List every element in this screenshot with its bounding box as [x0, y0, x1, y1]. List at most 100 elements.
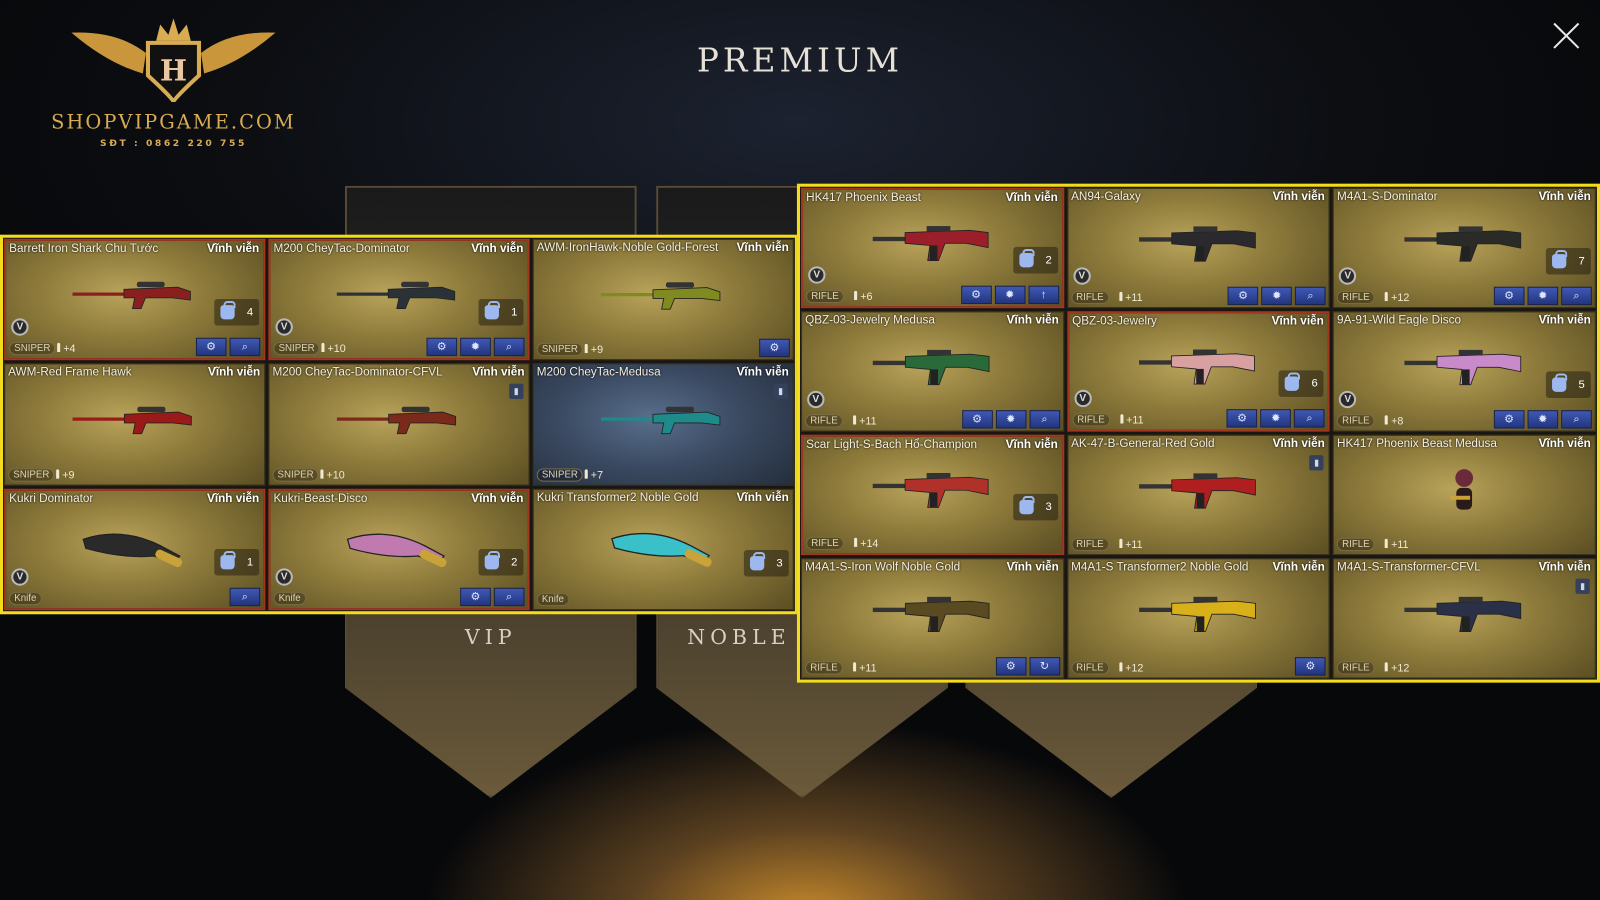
upgrade-button[interactable]: ⚙	[1226, 409, 1258, 428]
gear-button[interactable]: ✹	[460, 338, 491, 357]
upgrade-icon: ⚙	[206, 341, 217, 354]
upgrade-button[interactable]: ⚙	[960, 285, 992, 305]
enhance-level: +14	[854, 538, 878, 550]
weapon-art	[1138, 472, 1256, 509]
search-button[interactable]: ⌕	[229, 587, 261, 607]
upgrade-button[interactable]: ⚙	[460, 587, 491, 607]
upgrade-button[interactable]: ⚙	[759, 339, 790, 358]
count-value: 3	[776, 557, 783, 570]
upgrade-button[interactable]: ⚙	[961, 410, 993, 429]
gear-button[interactable]: ✹	[1527, 410, 1559, 429]
arrow-up-button[interactable]: ↑	[1028, 285, 1059, 305]
item-name: Kukri Dominator	[9, 492, 94, 505]
count-value: 1	[511, 306, 518, 319]
item-duration: Vĩnh viễn	[736, 241, 789, 255]
shop-logo: H SHOPVIPGAME.COM SĐT : 0862 220 755	[41, 12, 306, 160]
enhance-level: +11	[1385, 539, 1408, 551]
vip-badge-icon: V	[275, 568, 293, 586]
vip-badge-icon: V	[275, 318, 293, 337]
item-duration: Vĩnh viễn	[1538, 437, 1591, 450]
weapon-art	[336, 406, 456, 435]
item-name: M4A1-S-Dominator	[1337, 190, 1438, 204]
item-duration: Vĩnh viễn	[1538, 190, 1591, 204]
item-duration: Vĩnh viễn	[1005, 191, 1058, 205]
arrow-up-icon: ↑	[1040, 288, 1047, 302]
search-button[interactable]: ⌕	[493, 338, 525, 357]
refresh-icon: ↻	[1039, 660, 1050, 673]
search-button[interactable]: ⌕	[1029, 410, 1060, 429]
weapon-art	[1139, 349, 1255, 385]
weapon-type-badge: RIFLE	[1337, 414, 1375, 428]
item-name: QBZ-03-Jewelry Medusa	[805, 314, 935, 327]
count-value: 3	[1045, 501, 1052, 514]
upgrade-button[interactable]: ⚙	[1493, 410, 1525, 429]
upgrade-button[interactable]: ⚙	[1295, 657, 1326, 676]
item-duration: Vĩnh viễn	[736, 366, 789, 379]
close-icon[interactable]	[1549, 18, 1584, 53]
gear-button[interactable]: ✹	[1527, 286, 1559, 306]
weapon-type-badge: SNIPER	[8, 468, 55, 482]
search-button[interactable]: ⌕	[1295, 286, 1326, 306]
vip-badge-icon: V	[1339, 267, 1357, 285]
upgrade-button[interactable]: ⚙	[1493, 286, 1525, 306]
upgrade-icon: ⚙	[1305, 660, 1316, 673]
trash-icon[interactable]: ▮	[773, 384, 788, 400]
search-button[interactable]: ⌕	[1561, 286, 1592, 306]
item-name: AWM-IronHawk-Noble Gold-Forest	[536, 241, 719, 255]
search-button[interactable]: ⌕	[229, 338, 261, 357]
upgrade-button[interactable]: ⚙	[426, 338, 458, 357]
item-duration: Vĩnh viễn	[208, 366, 261, 379]
item-duration: Vĩnh viễn	[207, 492, 260, 505]
item-duration: Vĩnh viễn	[1538, 314, 1591, 327]
gear-button[interactable]: ✹	[994, 285, 1026, 305]
upgrade-button[interactable]: ⚙	[195, 338, 227, 357]
enhance-level: +10	[320, 469, 345, 481]
item-name: 9A-91-Wild Eagle Disco	[1337, 314, 1461, 327]
search-icon: ⌕	[1573, 289, 1580, 303]
gear-button[interactable]: ✹	[1260, 409, 1292, 428]
weapon-type-badge: SNIPER	[273, 342, 320, 356]
search-button[interactable]: ⌕	[1561, 410, 1592, 429]
weapon-type-badge: RIFLE	[1072, 413, 1110, 427]
count-value: 6	[1311, 377, 1318, 390]
count-value: 1	[246, 556, 254, 569]
search-button[interactable]: ⌕	[1294, 409, 1325, 428]
upgrade-button[interactable]: ⚙	[995, 657, 1027, 676]
enhance-level: +6	[854, 291, 872, 303]
trash-icon[interactable]: ▮	[509, 384, 524, 400]
search-button[interactable]: ⌕	[493, 587, 525, 607]
gear-button[interactable]: ✹	[995, 410, 1027, 429]
trash-icon[interactable]: ▮	[1575, 578, 1590, 594]
weapon-art	[872, 349, 990, 385]
item-name: Barrett Iron Shark Chu Tước	[9, 242, 159, 256]
refresh-button[interactable]: ↻	[1029, 657, 1060, 676]
weapon-type-badge: Knife	[9, 591, 42, 606]
trash-icon[interactable]: ▮	[1309, 455, 1324, 471]
gear-button[interactable]: ✹	[1261, 286, 1293, 306]
inventory-count: 1	[214, 548, 260, 576]
vip-badge-icon: V	[1339, 390, 1357, 409]
upgrade-button[interactable]: ⚙	[1227, 286, 1259, 306]
